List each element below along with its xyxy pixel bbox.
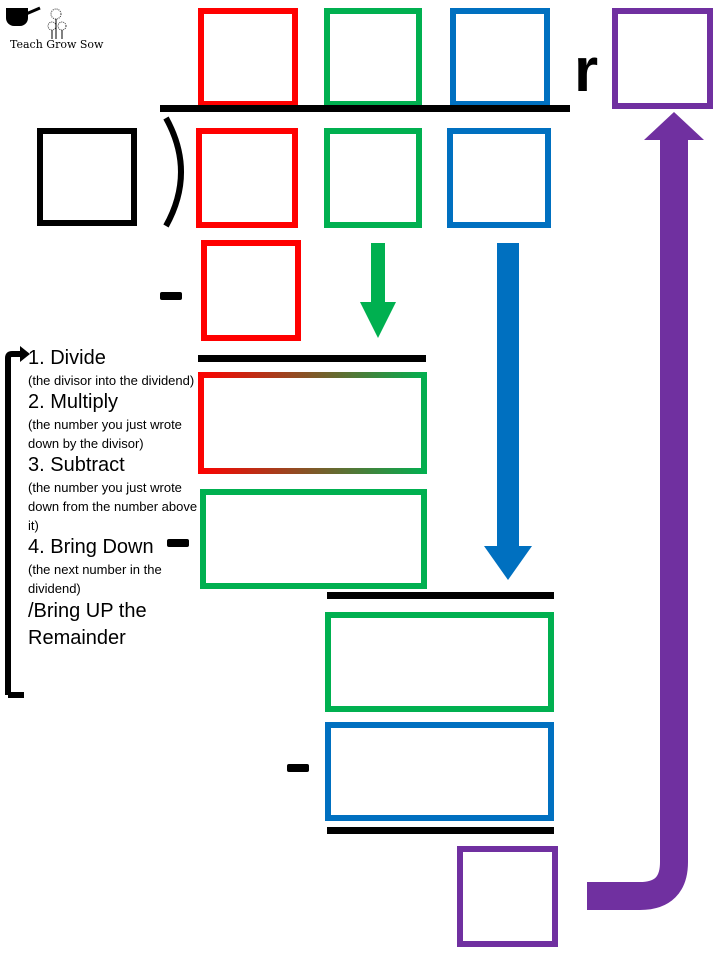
- step-note: (the divisor into the dividend): [28, 373, 195, 388]
- logo-text: Teach Grow Sow: [10, 38, 104, 51]
- quotient-tens-box[interactable]: [324, 8, 422, 107]
- minus-sign: [287, 764, 309, 772]
- step-title: 2. Multiply: [28, 391, 119, 413]
- minus-sign: [160, 292, 182, 300]
- division-bracket: [163, 116, 184, 228]
- first-difference-box[interactable]: [198, 372, 427, 474]
- logo: Teach Grow Sow: [4, 2, 114, 54]
- step-note: (the next number in the dividend): [28, 562, 162, 596]
- step-title: /Bring UP the Remainder: [28, 600, 147, 649]
- watering-can-dandelion-icon: [6, 6, 67, 39]
- remainder-label: r: [574, 36, 599, 105]
- quotient-ones-box[interactable]: [450, 8, 550, 107]
- dividend-ones-box[interactable]: [447, 128, 551, 228]
- step-title: 1. Divide: [28, 347, 106, 369]
- final-remainder-box[interactable]: [457, 846, 558, 947]
- dividend-tens-box[interactable]: [324, 128, 422, 228]
- step-title: 4. Bring Down: [28, 536, 154, 558]
- divisor-box[interactable]: [37, 128, 137, 226]
- blue-down-arrow-icon: [484, 243, 532, 580]
- third-product-box[interactable]: [325, 722, 554, 821]
- subtraction-line: [198, 355, 426, 362]
- steps-list: 1. Divide (the divisor into the dividend…: [28, 346, 203, 652]
- first-product-box[interactable]: [201, 240, 301, 341]
- step-note: (the number you just wrote down by the d…: [28, 417, 182, 451]
- remainder-box[interactable]: [612, 8, 713, 109]
- quotient-hundreds-box[interactable]: [198, 8, 298, 107]
- step-title: 3. Subtract: [28, 454, 125, 476]
- minus-sign: [167, 539, 189, 547]
- division-bar: [160, 105, 570, 112]
- subtraction-line: [327, 827, 554, 834]
- purple-up-arrow-icon: [587, 112, 704, 910]
- subtraction-line: [327, 592, 554, 599]
- second-difference-box[interactable]: [325, 612, 554, 712]
- green-down-arrow-icon: [360, 243, 396, 338]
- second-product-box[interactable]: [200, 489, 427, 589]
- step-note: (the number you just wrote down from the…: [28, 480, 198, 533]
- dividend-hundreds-box[interactable]: [196, 128, 298, 228]
- steps-loop-arrow-icon: [5, 346, 30, 698]
